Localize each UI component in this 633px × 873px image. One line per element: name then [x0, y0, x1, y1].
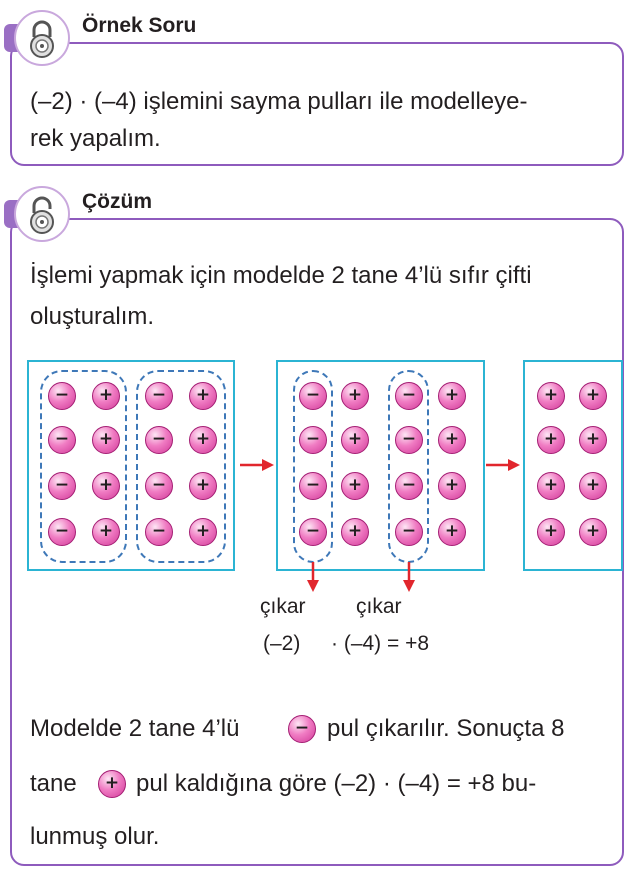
remove-label-1: çıkar: [260, 595, 306, 618]
example-title: Örnek Soru: [82, 14, 197, 37]
negative-chip: −: [288, 715, 316, 743]
positive-chip: +: [92, 518, 120, 546]
positive-chip: +: [438, 382, 466, 410]
positive-chip: +: [189, 382, 217, 410]
positive-chip: +: [537, 426, 565, 454]
negative-chip: −: [299, 472, 327, 500]
negative-chip: −: [145, 382, 173, 410]
negative-chip: −: [48, 382, 76, 410]
positive-chip: +: [438, 518, 466, 546]
negative-chip: −: [299, 518, 327, 546]
negative-chip: −: [395, 426, 423, 454]
positive-chip: +: [92, 426, 120, 454]
positive-chip: +: [189, 518, 217, 546]
negative-chip: −: [48, 426, 76, 454]
zero-pair-group-2: [136, 370, 226, 563]
solution-intro-line-2: oluşturalım.: [30, 303, 155, 330]
solution-header: Çözüm: [4, 186, 624, 246]
positive-chip: +: [92, 472, 120, 500]
example-text-line-2: rek yapalım.: [30, 125, 161, 152]
negative-chip: −: [145, 426, 173, 454]
positive-chip: +: [98, 770, 126, 798]
red-arrow-icon: [403, 562, 415, 592]
equation-right: · (–4) = +8: [331, 632, 430, 655]
conclusion-line-2a: tane: [30, 770, 77, 797]
positive-chip: +: [537, 518, 565, 546]
positive-chip: +: [537, 472, 565, 500]
positive-chip: +: [579, 382, 607, 410]
conclusion-line-1a: Modelde 2 tane 4’lü: [30, 715, 240, 742]
lock-icon: [30, 20, 54, 58]
negative-chip: −: [48, 472, 76, 500]
negative-chip: −: [395, 518, 423, 546]
conclusion-line-3: lunmuş olur.: [30, 823, 160, 850]
positive-chip: +: [92, 382, 120, 410]
positive-chip: +: [579, 426, 607, 454]
positive-chip: +: [341, 472, 369, 500]
positive-chip: +: [579, 518, 607, 546]
negative-chip: −: [145, 472, 173, 500]
example-box: [10, 42, 624, 166]
red-arrow-icon: [307, 562, 319, 592]
remove-label-2: çıkar: [356, 595, 402, 618]
equation-left: (–2): [263, 632, 301, 655]
negative-chip: −: [395, 382, 423, 410]
positive-chip: +: [189, 472, 217, 500]
example-text-line-1: (–2) · (–4) işlemini sayma pulları ile m…: [30, 88, 528, 115]
negative-chip: −: [299, 382, 327, 410]
solution-intro-line-1: İşlemi yapmak için modelde 2 tane 4’lü s…: [30, 262, 532, 289]
example-badge: [14, 10, 70, 66]
example-header: Örnek Soru: [4, 10, 624, 70]
positive-chip: +: [579, 472, 607, 500]
positive-chip: +: [438, 426, 466, 454]
negative-chip: −: [48, 518, 76, 546]
unlock-icon: [30, 196, 54, 234]
negative-chip: −: [395, 472, 423, 500]
zero-pair-group-1: [40, 370, 127, 563]
positive-chip: +: [438, 472, 466, 500]
solution-title: Çözüm: [82, 190, 152, 213]
positive-chip: +: [341, 382, 369, 410]
conclusion-line-1b: pul çıkarılır. Sonuçta 8: [327, 715, 565, 742]
positive-chip: +: [189, 426, 217, 454]
negative-chip: −: [299, 426, 327, 454]
positive-chip: +: [341, 518, 369, 546]
positive-chip: +: [537, 382, 565, 410]
positive-chip: +: [341, 426, 369, 454]
red-arrow-icon: [486, 459, 520, 471]
red-arrow-icon: [240, 459, 274, 471]
solution-badge: [14, 186, 70, 242]
negative-chip: −: [145, 518, 173, 546]
conclusion-line-2b: pul kaldığına göre (–2) · (–4) = +8 bu-: [136, 770, 537, 797]
